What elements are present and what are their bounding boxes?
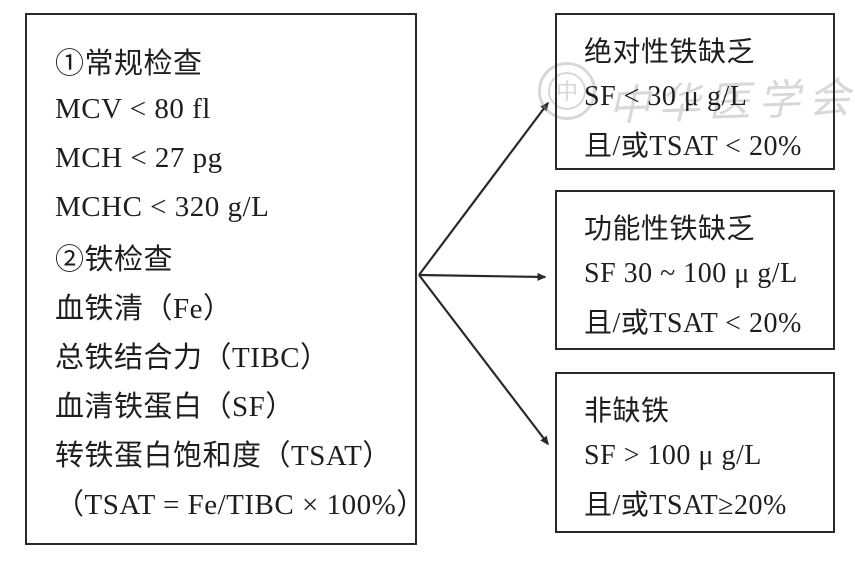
- outcome-title: 非缺铁: [584, 395, 670, 427]
- arrow-to-non-deficiency: [418, 274, 549, 446]
- arrow-to-absolute-deficiency: [418, 101, 549, 276]
- outcome-box-absolute-deficiency: 绝对性铁缺乏 SF < 30 μ g/L 且/或TSAT < 20%: [555, 13, 835, 170]
- outcome-box-non-deficiency: 非缺铁 SF > 100 μ g/L 且/或TSAT≥20%: [555, 372, 835, 533]
- test-line-tibc: 总铁结合力（TIBC）: [55, 341, 330, 374]
- test-line-mch: MCH < 27 pg: [55, 142, 223, 174]
- arrow-to-functional-deficiency: [418, 272, 547, 281]
- outcome-box-functional-deficiency: 功能性铁缺乏 SF 30 ~ 100 μ g/L 且/或TSAT < 20%: [555, 190, 835, 350]
- outcome-criteria1: SF 30 ~ 100 μ g/L: [584, 257, 798, 289]
- test-line-iron-header: ②铁检查: [55, 243, 174, 276]
- tests-box: ①常规检查 MCV < 80 fl MCH < 27 pg MCHC < 320…: [25, 13, 426, 545]
- test-line-tsat: 转铁蛋白饱和度（TSAT）: [55, 439, 392, 472]
- test-line-tsat-formula: （TSAT = Fe/TIBC × 100%）: [55, 488, 426, 521]
- test-line-mcv: MCV < 80 fl: [55, 93, 211, 125]
- outcome-criteria2: 且/或TSAT < 20%: [584, 130, 802, 162]
- outcome-criteria2: 且/或TSAT < 20%: [584, 307, 802, 339]
- test-line-routine-header: ①常规检查: [55, 47, 203, 80]
- outcome-criteria1: SF > 100 μ g/L: [584, 439, 762, 471]
- outcome-title: 功能性铁缺乏: [584, 213, 756, 245]
- outcome-criteria2: 且/或TSAT≥20%: [584, 489, 787, 521]
- outcome-criteria1: SF < 30 μ g/L: [584, 80, 748, 112]
- outcome-title: 绝对性铁缺乏: [584, 36, 756, 68]
- test-line-mchc: MCHC < 320 g/L: [55, 191, 270, 223]
- test-line-sf: 血清铁蛋白（SF）: [55, 390, 295, 423]
- test-line-fe: 血铁清（Fe）: [55, 292, 233, 325]
